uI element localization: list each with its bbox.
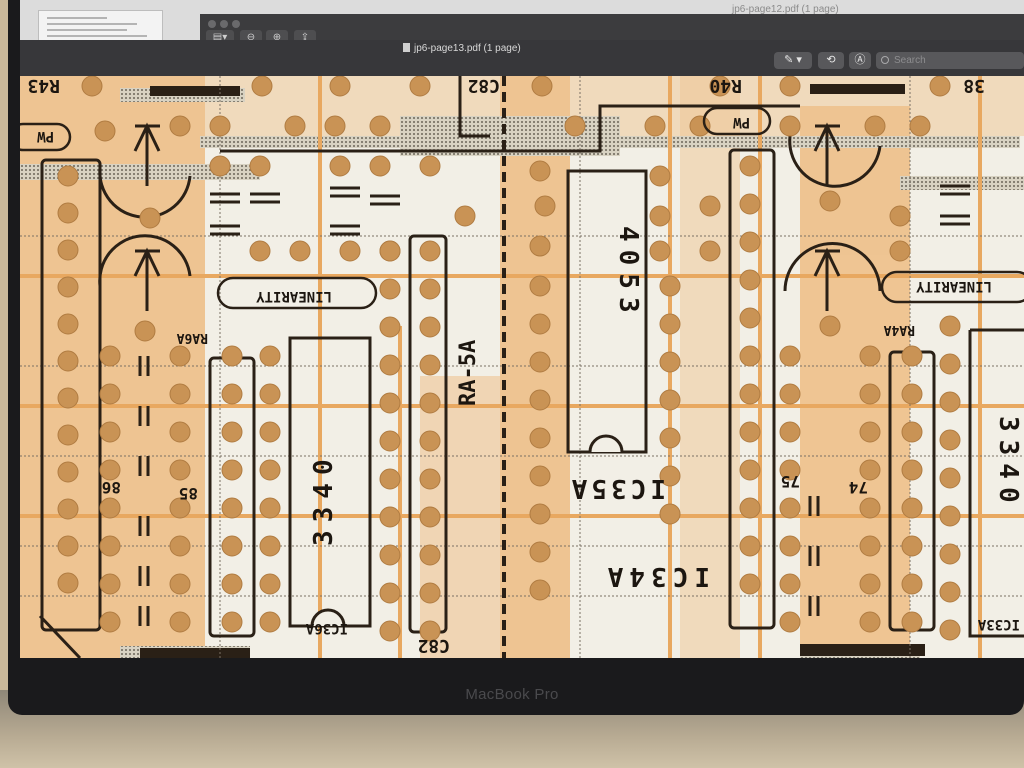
label-ic33a: IC33A <box>977 616 1020 632</box>
label-ra6a: RA6A <box>177 330 208 345</box>
label-linearity-left: LINEARITY <box>256 288 332 304</box>
search-input[interactable]: Search <box>876 52 1024 69</box>
close-window-icon[interactable] <box>208 20 216 28</box>
label-85: 85 <box>179 484 198 503</box>
label-74: 74 <box>849 478 868 497</box>
label-86: 86 <box>102 478 121 497</box>
pdf-page-view[interactable]: R43 C82 R40 38 PW PW LINEARITY LINEARITY… <box>20 76 1024 658</box>
window-toolbar: jp6-page13.pdf (1 page) ✎ ▾ ⟲ Ⓐ Search <box>20 40 1024 76</box>
label-ic-4053: 4053 <box>613 226 643 321</box>
label-linearity-right: LINEARITY <box>916 278 992 294</box>
label-pw-left: PW <box>37 128 54 144</box>
label-ic-3340-right: 3340 <box>993 416 1023 511</box>
label-r40: R40 <box>709 76 742 96</box>
screen: jp6-page12.pdf (1 page) ▤▾ ⊖ ⊕ ⇪ jp6-pag… <box>20 0 1024 658</box>
label-ic-3340-left: 3340 <box>309 451 339 546</box>
rotate-icon[interactable]: ⟲ <box>818 52 844 69</box>
background-window[interactable]: jp6-page12.pdf (1 page) ▤▾ ⊖ ⊕ ⇪ <box>20 0 1024 52</box>
label-c82-bottom: C82 <box>417 635 450 656</box>
label-ic34a: IC34A <box>602 561 710 591</box>
label-ic35a: IC35A <box>568 473 666 503</box>
window-title: jp6-page13.pdf (1 page) <box>403 43 521 54</box>
label-ra-5a: RA-5A <box>456 340 481 406</box>
background-window-title: jp6-page12.pdf (1 page) <box>732 4 839 15</box>
label-r38: 38 <box>963 76 985 96</box>
search-icon <box>881 56 889 64</box>
label-ra4a: RA4A <box>884 322 915 337</box>
minimize-window-icon[interactable] <box>220 20 228 28</box>
label-pw-right: PW <box>733 114 750 130</box>
label-75: 75 <box>781 472 800 491</box>
device-brand: MacBook Pro <box>465 686 559 703</box>
markup-pen-icon[interactable]: ✎ ▾ <box>774 52 812 69</box>
zoom-window-icon[interactable] <box>232 20 240 28</box>
label-c82-top: C82 <box>467 76 500 96</box>
label-ic36a: IC36A <box>305 620 348 636</box>
pdf-document-icon <box>403 43 410 52</box>
pcb-layout-image: R43 C82 R40 38 PW PW LINEARITY LINEARITY… <box>20 76 1024 658</box>
annotate-icon[interactable]: Ⓐ <box>849 52 871 69</box>
label-r43: R43 <box>27 76 60 96</box>
